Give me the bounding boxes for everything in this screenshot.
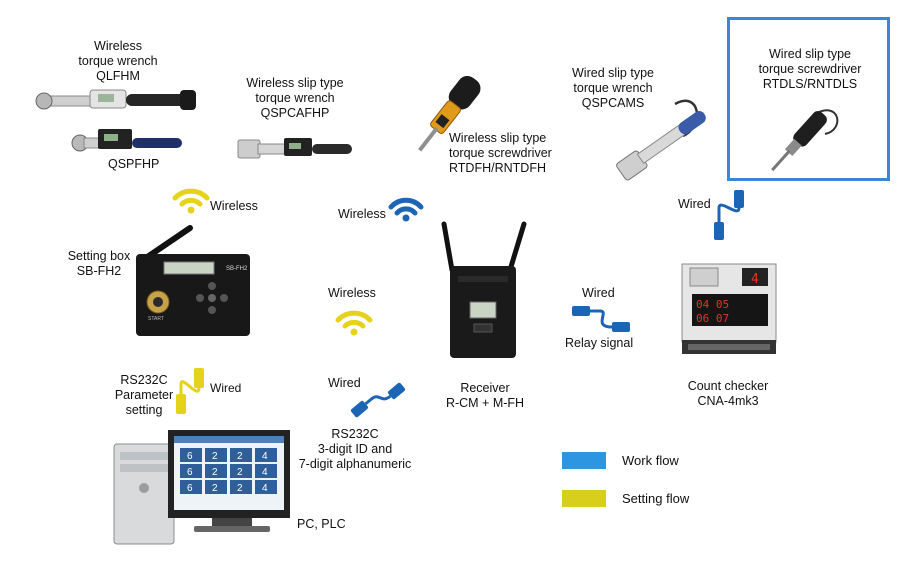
- wireless-yellow-icon-2: [335, 310, 373, 336]
- relay-signal-label: Relay signal: [565, 336, 634, 350]
- qspfhp-label: QSPFHP: [108, 157, 160, 171]
- setting-box-sb-fh2-image: SB-FH2 START: [136, 225, 250, 336]
- pc-screen-value: 2: [237, 451, 243, 462]
- pc-screen-value: 2: [212, 451, 218, 462]
- count-checker-digit: 4: [751, 272, 759, 287]
- pc-screen-cell: [180, 448, 202, 462]
- setting-flow-swatch: [562, 490, 606, 507]
- torque-wrench-qspfhp-image: [71, 129, 182, 152]
- pc-screen-cell: [255, 464, 277, 478]
- wired-top-label: Wired: [678, 197, 711, 211]
- pc-screen-cell: [255, 448, 277, 462]
- wireless-top-label: Wireless: [338, 207, 386, 221]
- wired-small-label: Wired: [210, 381, 242, 395]
- pc-screen-cell: [205, 480, 227, 494]
- pc-screen-cell: [180, 464, 202, 478]
- wireless-mid-label: Wireless: [328, 286, 376, 300]
- pc-screen-cell: [205, 448, 227, 462]
- pc-screen-cell: [255, 480, 277, 494]
- receiver-image: [441, 221, 527, 358]
- pc-screen-cell: [230, 464, 252, 478]
- torque-wrench-qspcafhp-image: [237, 138, 352, 159]
- torque-wrench-qspcams-image: [616, 99, 706, 181]
- pc-screen-value: 2: [212, 467, 218, 478]
- wired-relay-label: Wired: [582, 286, 615, 300]
- pc-screen-value: 6: [187, 467, 193, 478]
- pc-plc-image: 6 2 2 4 6 2 2 4 6 2 2 4: [113, 430, 290, 545]
- count-checker-display-top: 04 05: [696, 298, 729, 311]
- screwdriver-rtdfh-image: [418, 75, 481, 152]
- setting-box-screen-label: SB-FH2: [226, 266, 248, 272]
- wired-cable-blue-icon-1: [714, 190, 744, 240]
- work-flow-swatch: [562, 452, 606, 469]
- wireless-setting-label: Wireless: [210, 199, 258, 213]
- wired-cable-blue-icon-3: [350, 382, 406, 418]
- pc-screen-value: 2: [237, 467, 243, 478]
- pc-screen-grid: 6 2 2 4 6 2 2 4 6 2 2 4: [180, 448, 277, 494]
- pc-screen-value: 4: [262, 483, 268, 494]
- setting-box-start-label: START: [148, 316, 164, 322]
- pc-screen-value: 4: [262, 451, 268, 462]
- pc-screen-cell: [180, 480, 202, 494]
- pc-screen-value: 6: [187, 451, 193, 462]
- wireless-yellow-icon-1: [172, 188, 210, 214]
- pc-screen-cell: [205, 464, 227, 478]
- wired-rs232-label: Wired: [328, 376, 361, 390]
- highlight-box: [727, 17, 890, 181]
- setting-flow-label: Setting flow: [622, 491, 690, 506]
- torque-wrench-qlfhm-image: [35, 89, 196, 110]
- work-flow-label: Work flow: [622, 453, 679, 468]
- wired-cable-yellow-icon: [176, 368, 204, 414]
- wireless-blue-icon: [388, 197, 424, 222]
- pc-screen-value: 6: [187, 483, 193, 494]
- wired-cable-blue-icon-2: [572, 306, 630, 332]
- pc-screen-cell: [230, 480, 252, 494]
- pc-screen-value: 2: [237, 483, 243, 494]
- pc-screen-cell: [230, 448, 252, 462]
- count-checker-display-bottom: 06 07: [696, 312, 729, 325]
- pc-label: PC, PLC: [297, 517, 346, 531]
- pc-screen-value: 2: [212, 483, 218, 494]
- pc-screen-value: 4: [262, 467, 268, 478]
- screwdriver-rtdls-image: [771, 109, 839, 172]
- count-checker-image: 4 04 05 06 07: [681, 263, 777, 354]
